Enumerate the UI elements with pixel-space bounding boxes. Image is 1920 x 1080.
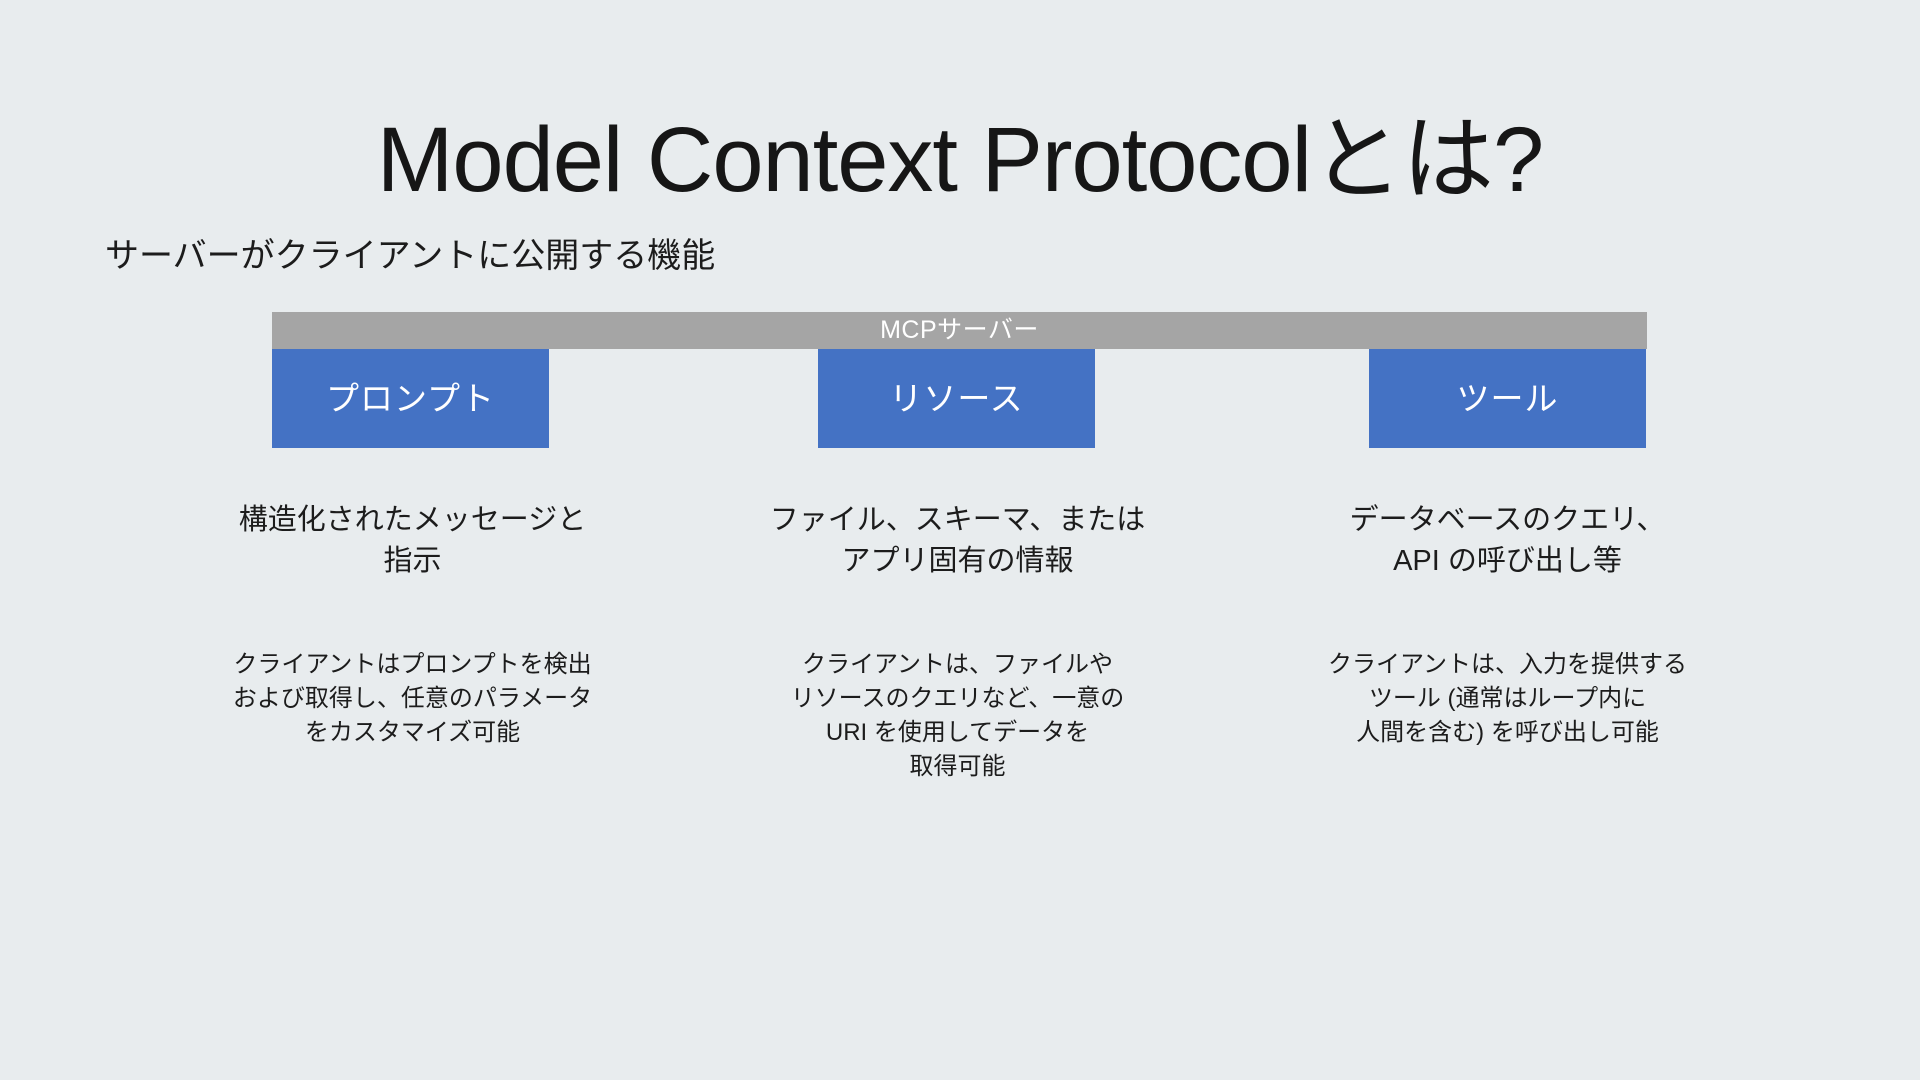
capability-box-tools: ツール: [1369, 349, 1646, 448]
column-resources-headline: ファイル、スキーマ、または アプリ固有の情報: [685, 500, 1230, 582]
column-prompts-body: クライアントはプロンプトを検出 および取得し、任意のパラメータ をカスタマイズ可…: [140, 648, 685, 750]
capability-box-prompts-label: プロンプト: [325, 380, 495, 417]
headline-line: アプリ固有の情報: [841, 545, 1074, 578]
body-line: URI を使用してデータを: [825, 719, 1090, 747]
mcp-server-bar: MCPサーバー: [272, 312, 1647, 349]
column-resources-body: クライアントは、ファイルや リソースのクエリなど、一意の URI を使用してデー…: [685, 648, 1230, 784]
slide-subtitle: サーバーがクライアントに公開する機能: [105, 237, 716, 275]
body-line: をカスタマイズ可能: [304, 719, 521, 747]
column-tools-body: クライアントは、入力を提供する ツール (通常はループ内に 人間を含む) を呼び…: [1235, 648, 1780, 750]
body-line: 人間を含む) を呼び出し可能: [1356, 719, 1659, 747]
capability-box-tools-label: ツール: [1456, 380, 1559, 417]
column-prompts-headline: 構造化されたメッセージと 指示: [140, 500, 685, 582]
mcp-server-bar-label: MCPサーバー: [880, 316, 1039, 344]
body-line: リソースのクエリなど、一意の: [790, 685, 1125, 713]
headline-line: API の呼び出し等: [1393, 545, 1622, 578]
headline-line: 指示: [383, 545, 442, 578]
body-line: ツール (通常はループ内に: [1368, 685, 1647, 713]
body-line: クライアントは、入力を提供する: [1327, 651, 1688, 678]
column-tools-headline: データベースのクエリ、 API の呼び出し等: [1235, 500, 1780, 582]
capability-box-resources-label: リソース: [889, 380, 1024, 417]
headline-line: データベースのクエリ、: [1349, 504, 1666, 536]
capability-box-prompts: プロンプト: [272, 349, 549, 448]
headline-line: ファイル、スキーマ、または: [769, 504, 1146, 536]
page-title: Model Context Protocolとは?: [376, 108, 1544, 211]
body-line: および取得し、任意のパラメータ: [232, 685, 593, 713]
body-line: 取得可能: [909, 753, 1006, 781]
body-line: クライアントは、ファイルや: [801, 651, 1114, 678]
body-line: クライアントはプロンプトを検出: [233, 651, 592, 678]
capability-box-resources: リソース: [818, 349, 1095, 448]
headline-line: 構造化されたメッセージと: [238, 504, 587, 536]
